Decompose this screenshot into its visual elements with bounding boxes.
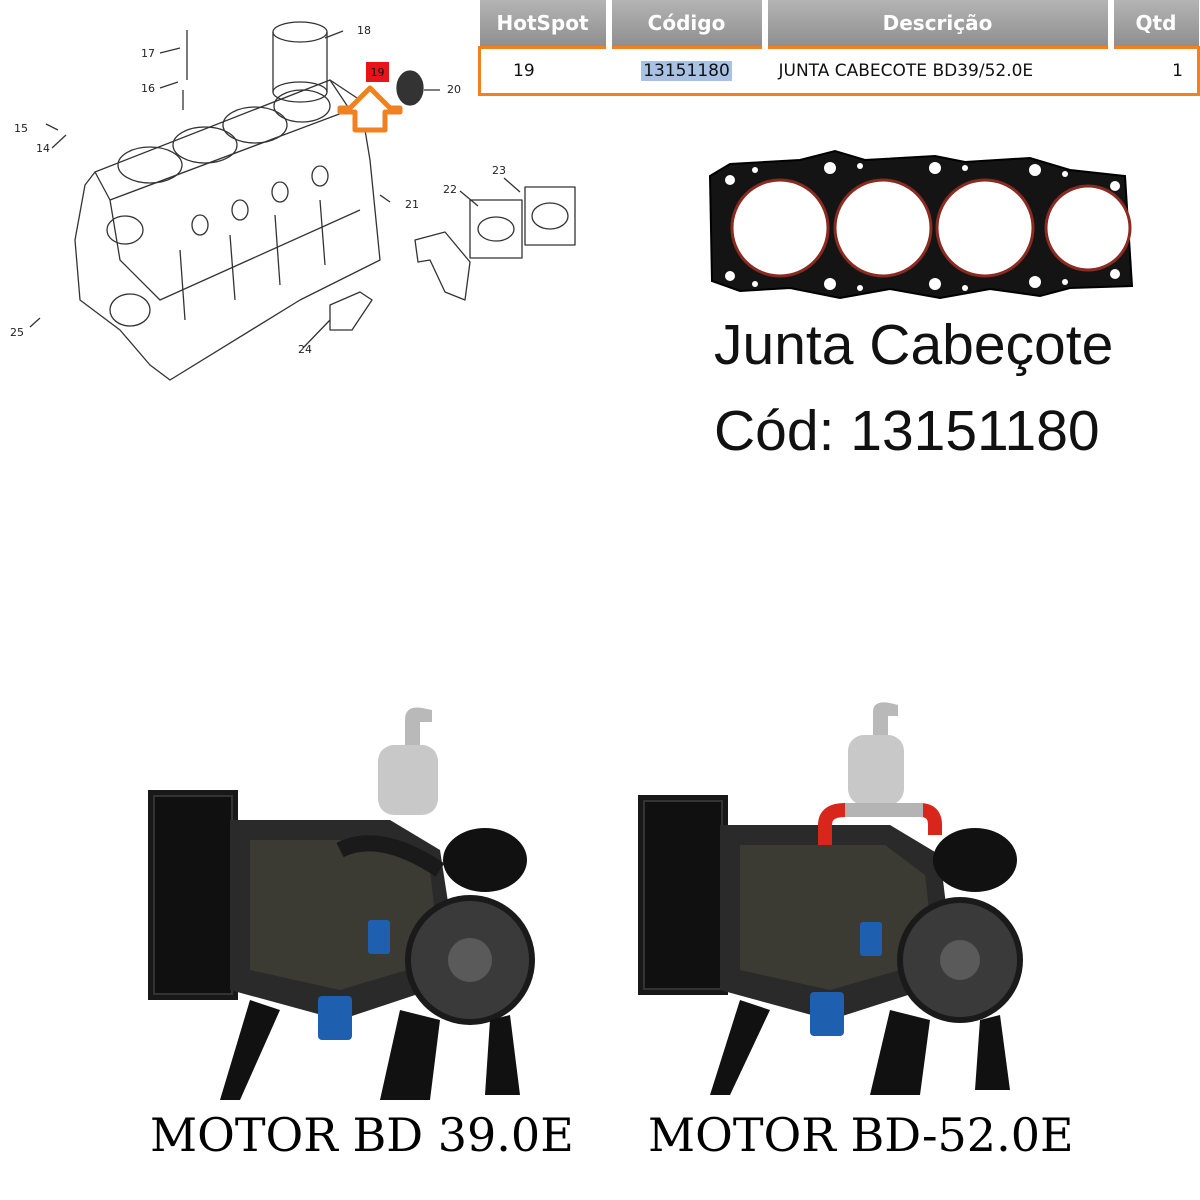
- engine-label-bd39: MOTOR BD 39.0E: [150, 1108, 574, 1162]
- callout-22: 22: [443, 183, 457, 196]
- engine-bd52-image: [638, 702, 1023, 1095]
- row-qty: 1: [1110, 46, 1200, 96]
- callout-24: 24: [298, 343, 312, 356]
- table-header-row: HotSpot Código Descrição Qtd: [479, 0, 1199, 48]
- column-header-description[interactable]: Descrição: [764, 0, 1114, 48]
- column-header-qty[interactable]: Qtd: [1110, 0, 1199, 48]
- product-name: Junta Cabeçote: [714, 313, 1114, 377]
- row-description: JUNTA CABECOTE BD39/52.0E: [764, 46, 1111, 96]
- table-row[interactable]: 19 13151180 JUNTA CABECOTE BD39/52.0E 1: [478, 46, 1200, 96]
- engine-bd39-image: [148, 707, 535, 1100]
- engine-label-bd52: MOTOR BD-52.0E: [648, 1108, 1074, 1162]
- hotspot-19-label: 19: [371, 66, 385, 79]
- row-code[interactable]: 13151180: [641, 61, 732, 81]
- callout-15: 15: [14, 122, 28, 135]
- callout-23: 23: [492, 164, 506, 177]
- callout-18: 18: [357, 24, 371, 37]
- product-code: Cód: 13151180: [714, 399, 1100, 463]
- column-header-code[interactable]: Código: [608, 0, 768, 48]
- engine-exploded-diagram: 19 14 15 16 17 18 20 21 22 23 24 25: [10, 21, 576, 381]
- callout-20: 20: [447, 83, 461, 96]
- callout-16: 16: [141, 82, 155, 95]
- column-header-hotspot[interactable]: HotSpot: [479, 0, 612, 48]
- callout-17: 17: [141, 47, 155, 60]
- parts-table: HotSpot Código Descrição Qtd 19 13151180…: [478, 0, 1200, 96]
- callout-21: 21: [405, 198, 419, 211]
- head-gasket-image: [708, 149, 1134, 300]
- callout-14: 14: [36, 142, 50, 155]
- row-hotspot: 19: [478, 46, 609, 96]
- callout-25: 25: [10, 326, 24, 339]
